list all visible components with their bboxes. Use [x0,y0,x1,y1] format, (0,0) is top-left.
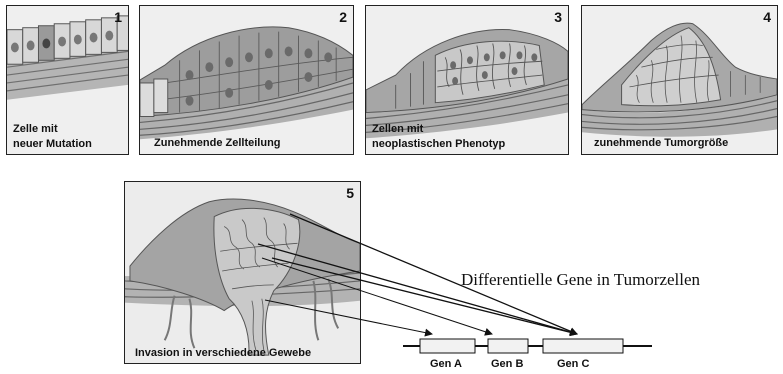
gene-a-label: Gen A [430,358,462,370]
stage-1-caption-line-2: neuer Mutation [13,137,92,151]
stage-4-number: 4 [763,9,771,25]
gene-b-label: Gen B [491,358,523,370]
stage-2-number: 2 [339,9,347,25]
gene-c-box [543,339,623,353]
stage-3-caption-line-2: neoplastischen Phenotyp [372,137,505,151]
stage-1-caption-line-1: Zelle mit [13,122,58,136]
gene-a-box [420,339,475,353]
diagram-title: Differentielle Gene in Tumorzellen [461,270,700,290]
stage-5-number: 5 [346,185,354,201]
stage-5-caption: Invasion in verschiedene Gewebe [135,346,311,360]
stage-2-caption: Zunehmende Zellteilung [154,136,281,150]
stage-4-panel: 4 zunehmende Tumorgröße [581,5,778,155]
stage-5-panel: 5 Invasion in verschiedene Gewebe [124,181,361,364]
stage-3-panel: 3 Zellen mit neoplastischen Phenotyp [365,5,569,155]
stage-1-panel: 1 Zelle mit neuer Mutation [6,5,129,155]
tumor-growth-illustration [582,6,777,154]
stage-4-caption: zunehmende Tumorgröße [594,136,728,150]
tissue-invasion-illustration [125,182,360,363]
gene-c-label: Gen C [557,358,589,370]
stage-2-panel: 2 Zunehmende Zellteilung [139,5,354,155]
stage-3-number: 3 [554,9,562,25]
stage-1-number: 1 [114,9,122,25]
stage-3-caption-line-1: Zellen mit [372,122,423,136]
hyperplasia-illustration [140,6,353,154]
gene-b-box [488,339,528,353]
